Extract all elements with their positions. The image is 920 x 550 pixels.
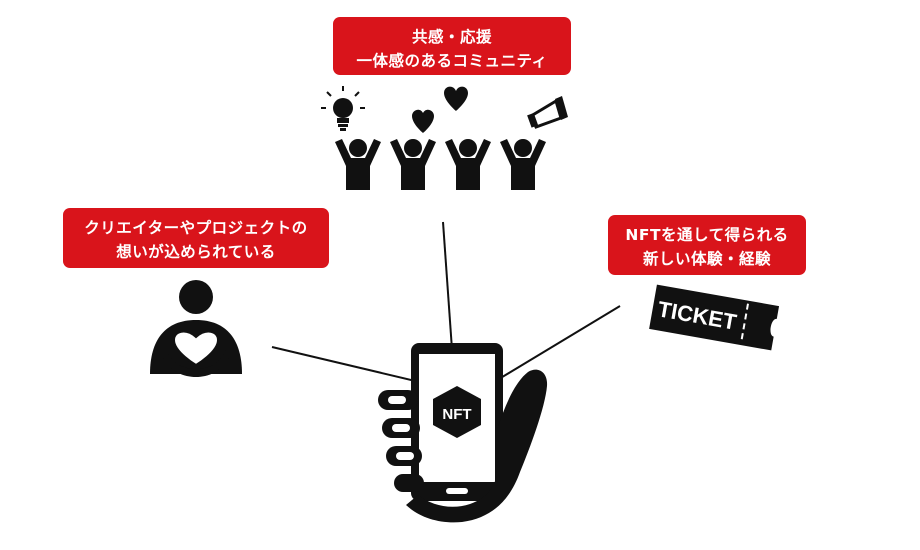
- community-label-line1: 共感・応援: [411, 28, 492, 46]
- megaphone-icon: [527, 96, 568, 129]
- community-label-line2: 一体感のあるコミュニティ: [356, 52, 548, 70]
- experience-label-line1: NFTを通して得られる: [625, 226, 789, 244]
- hand-holding-smartphone-icon: NFT: [378, 343, 548, 523]
- ticket-icon: TICKET: [649, 284, 780, 351]
- nft-badge-text: NFT: [442, 406, 471, 423]
- cheering-people-icon: [335, 139, 546, 190]
- connector-creator: [271, 346, 429, 385]
- creator-label-line2: 想いが込められている: [116, 243, 276, 261]
- heart-icon: [412, 109, 434, 133]
- experience-label-line2: 新しい体験・経験: [642, 250, 771, 268]
- lightbulb-icon: [321, 86, 365, 131]
- heart-icon: [444, 86, 468, 111]
- creator-label-box: クリエイターやプロジェクトの 想いが込められている: [63, 208, 329, 268]
- connector-experience: [483, 305, 621, 389]
- person-holding-heart-icon: [150, 280, 242, 377]
- creator-label-line1: クリエイターやプロジェクトの: [84, 219, 308, 237]
- experience-label-box: NFTを通して得られる 新しい体験・経験: [608, 215, 806, 275]
- community-label-box: 共感・応援 一体感のあるコミュニティ: [333, 17, 571, 75]
